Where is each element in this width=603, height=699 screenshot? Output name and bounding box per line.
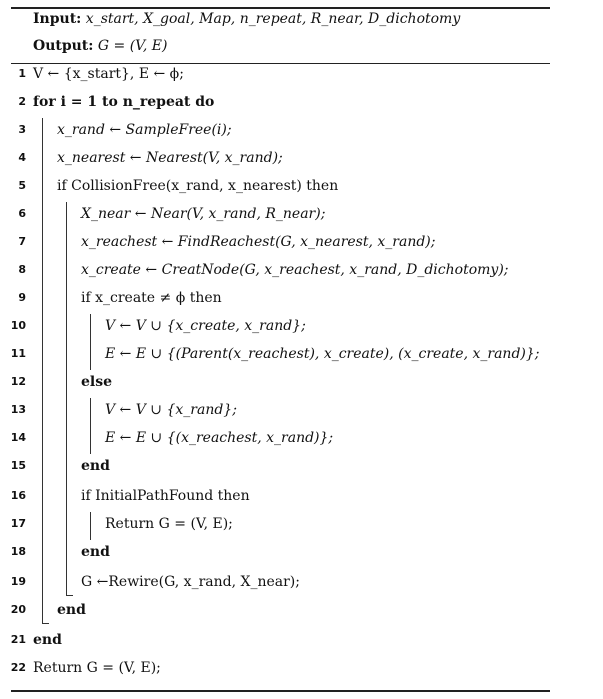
line-number: 14 bbox=[10, 431, 26, 444]
line-number: 2 bbox=[18, 95, 26, 108]
then-block-bar bbox=[90, 314, 91, 370]
line-number: 1 bbox=[18, 67, 26, 80]
line-number: 15 bbox=[10, 459, 26, 472]
line-number: 11 bbox=[10, 347, 26, 360]
code-text: V ← V ∪ {x_create, x_rand}; bbox=[105, 318, 306, 334]
line-number: 6 bbox=[18, 207, 26, 220]
if-block-tick bbox=[66, 595, 73, 596]
line-number: 16 bbox=[10, 489, 26, 502]
line-number: 22 bbox=[10, 661, 26, 674]
line-number: 5 bbox=[18, 179, 26, 192]
code-text: else bbox=[81, 374, 113, 390]
code-text: x_rand ← SampleFree(i); bbox=[57, 122, 232, 138]
code-text: V ← {x_start}, E ← ϕ; bbox=[33, 66, 184, 82]
line-number: 12 bbox=[10, 375, 26, 388]
code-text: end bbox=[81, 458, 110, 474]
code-text: if x_create ≠ ϕ then bbox=[81, 290, 222, 306]
code-text: E ← E ∪ {(x_reachest, x_rand)}; bbox=[105, 430, 334, 446]
if-block-bar bbox=[66, 202, 67, 596]
code-text: Return G = (V, E); bbox=[105, 516, 233, 532]
code-text: x_reachest ← FindReachest(G, x_nearest, … bbox=[81, 234, 436, 250]
input-args: x_start, X_goal, Map, n_repeat, R_near, … bbox=[85, 11, 461, 27]
code-text: Input: x_start, X_goal, Map, n_repeat, R… bbox=[33, 9, 460, 29]
code-text: end bbox=[33, 632, 62, 648]
path-found-block-bar bbox=[90, 512, 91, 540]
line-number: 18 bbox=[10, 545, 26, 558]
code-text: x_create ← CreatNode(G, x_reachest, x_ra… bbox=[81, 262, 509, 278]
else-block-bar bbox=[90, 398, 91, 454]
code-text: end bbox=[57, 602, 86, 618]
code-text: for i = 1 to n_repeat do bbox=[33, 94, 215, 110]
bottom-rule bbox=[11, 690, 550, 692]
code-text: X_near ← Near(V, x_rand, R_near); bbox=[81, 206, 326, 222]
code-text: V ← V ∪ {x_rand}; bbox=[105, 402, 237, 418]
code-text: Return G = (V, E); bbox=[33, 660, 161, 676]
header-rule bbox=[11, 63, 550, 64]
line-number: 17 bbox=[10, 517, 26, 530]
for-block-tick bbox=[42, 623, 49, 624]
line-number: 13 bbox=[10, 403, 26, 416]
input-label: Input: bbox=[33, 11, 82, 27]
for-block-bar bbox=[42, 118, 43, 624]
line-number: 19 bbox=[10, 575, 26, 588]
top-rule bbox=[11, 7, 550, 9]
line-number: 20 bbox=[10, 603, 26, 616]
code-text: x_nearest ← Nearest(V, x_rand); bbox=[57, 150, 283, 166]
line-number: 10 bbox=[10, 319, 26, 332]
output-label: Output: bbox=[33, 38, 94, 54]
line-number: 4 bbox=[18, 151, 26, 164]
code-text: G ←Rewire(G, x_rand, X_near); bbox=[81, 574, 300, 590]
code-text: if InitialPathFound then bbox=[81, 488, 250, 504]
code-text: if CollisionFree(x_rand, x_nearest) then bbox=[57, 178, 339, 194]
line-number: 9 bbox=[18, 291, 26, 304]
code-text: Output: G = (V, E) bbox=[33, 36, 167, 56]
line-number: 7 bbox=[18, 235, 26, 248]
line-number: 8 bbox=[18, 263, 26, 276]
line-number: 3 bbox=[18, 123, 26, 136]
code-text: end bbox=[81, 544, 110, 560]
output-expr: G = (V, E) bbox=[97, 38, 168, 54]
line-number: 21 bbox=[10, 633, 26, 646]
code-text: E ← E ∪ {(Parent(x_reachest), x_create),… bbox=[105, 346, 540, 362]
